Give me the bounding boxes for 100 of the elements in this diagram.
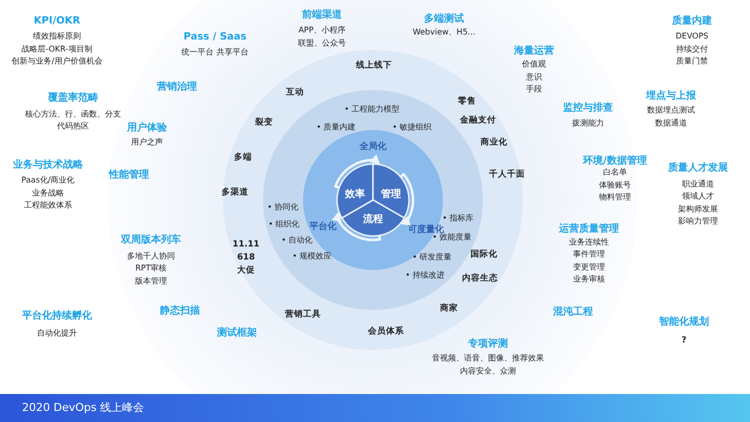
ring-label: 零售	[458, 97, 476, 107]
category-heading: 性能管理	[109, 170, 149, 180]
item-text: 体验账号	[599, 182, 631, 190]
cycle-arrow	[400, 173, 414, 226]
ring-label: 会员体系	[368, 327, 404, 337]
category-heading: 质量内建	[672, 16, 712, 26]
category-heading: 埋点与上报	[646, 90, 696, 102]
category-heading: 前端渠道	[302, 10, 342, 20]
item-text: 架构师发展	[678, 206, 718, 214]
ring-label: 11.11	[232, 240, 260, 250]
item-text: 创新与业务/用户价值机会	[12, 58, 102, 66]
item-text: 战略层-OKR-项目制	[22, 46, 92, 54]
item-text: 变更管理	[573, 264, 605, 272]
ring-label: 互动	[286, 88, 304, 98]
item-text: 绩效指标原则	[33, 32, 81, 42]
item-text: 音视频、语音、图像、推荐效果	[432, 354, 544, 364]
item-text: 用户之声	[131, 138, 163, 148]
item-text: 手段	[526, 86, 542, 94]
ring-label: 商家	[440, 304, 458, 314]
ring-label: 裂变	[255, 118, 273, 128]
cycle-arrow	[334, 154, 380, 189]
ring-label: 多渠道	[222, 188, 248, 198]
item-text: 物料管理	[599, 194, 631, 202]
ring-label: 平台化	[310, 223, 336, 233]
category-heading: 营销治理	[157, 82, 197, 92]
category-heading: 海量运营	[514, 46, 554, 56]
sector-label: 管理	[381, 188, 401, 201]
item-text: 领域人才	[682, 192, 714, 202]
category-heading: 覆盖率范畴	[48, 92, 98, 104]
ring-label: 国际化	[470, 250, 498, 260]
item-text: 多地千人协同	[127, 252, 175, 262]
category-heading: 运营质量管理	[559, 224, 619, 234]
category-heading: 智能化规划	[659, 316, 709, 328]
category-heading: 用户体验	[127, 122, 167, 134]
cycle-arrow	[332, 211, 382, 242]
ring-label: 大促	[237, 266, 255, 276]
item-text: 数据埋点测试	[647, 106, 695, 116]
item-text: RPT审核	[135, 264, 167, 274]
category-heading: 混沌工程	[553, 306, 593, 318]
pie-sector	[342, 200, 404, 236]
ring-label: ?	[682, 336, 686, 346]
bullet-item: • 工程能力模型	[344, 106, 400, 114]
item-text: APP、小程序	[298, 26, 346, 36]
sector-label: 效率	[345, 187, 365, 201]
item-text: 业务战略	[32, 190, 64, 198]
category-heading: 专项评测	[468, 338, 508, 350]
category-heading: 业务与技术战略	[13, 160, 83, 170]
ring-label: 内容生态	[462, 274, 498, 284]
item-text: 自动化提升	[37, 330, 77, 338]
category-heading: 环境/数据管理	[583, 156, 647, 166]
caption: 2020 DevOps 线上峰会	[22, 400, 144, 415]
ring-label: 千人千面	[489, 170, 525, 180]
item-text: 意识	[526, 74, 542, 82]
bullet-item: • 规模效应	[292, 252, 332, 262]
item-text: 数据通道	[655, 120, 687, 128]
item-text: Paas化/商业化	[21, 176, 75, 186]
item-text: DEVOPS	[676, 32, 708, 42]
sector-label: 流程	[362, 212, 383, 226]
item-text: 统一平台 共享平台	[182, 48, 248, 58]
item-text: 核心方法、行、函数、分支	[25, 110, 121, 120]
category-heading: 平台化持续孵化	[22, 310, 92, 322]
category-heading: 质量人才发展	[668, 162, 728, 174]
category-heading: 静态扫描	[160, 306, 200, 316]
bullet-item: • 效能度量	[432, 234, 472, 242]
item-text: 工程能效体系	[24, 202, 72, 210]
item-text: 拨测能力	[572, 120, 604, 128]
ring-label: 营销工具	[285, 310, 321, 320]
category-heading: KPI/OKR	[34, 16, 80, 26]
ring-label: 全局化	[360, 143, 386, 153]
category-heading: 多端测试	[424, 14, 464, 24]
item-text: 白名单	[603, 168, 627, 178]
ring-label: 商业化	[480, 138, 508, 148]
item-text: 影响力管理	[678, 218, 718, 226]
item-text: 事件管理	[573, 250, 605, 260]
bullet-item: • 持续改进	[405, 272, 445, 280]
bullet-item: • 质量内建	[316, 124, 356, 132]
bullet-item: • 自动化	[281, 236, 313, 246]
item-text: 内容安全、众测	[460, 368, 516, 376]
item-text: 业务连续性	[569, 238, 609, 248]
item-text: 联盟、公众号	[298, 40, 346, 48]
ring-label: 多端	[234, 153, 252, 163]
category-heading: 监控与排查	[563, 102, 613, 114]
item-text: 版本管理	[135, 278, 167, 286]
item-text: 价值观	[522, 60, 546, 70]
bullet-item: • 研发度量	[412, 254, 452, 262]
category-heading: Pass / Saas	[184, 32, 246, 42]
bullet-item: • 组织化	[268, 220, 300, 230]
item-text: 代码热区	[57, 122, 89, 132]
ring-label: 线上线下	[356, 61, 392, 71]
item-text: 职业通道	[682, 180, 714, 190]
item-text: 质量门禁	[676, 58, 708, 66]
item-text: 持续交付	[676, 46, 708, 54]
category-heading: 双周版本列车	[121, 234, 181, 246]
bullet-item: • 敏捷组织	[392, 124, 432, 132]
bullet-item: • 指标库	[442, 214, 474, 224]
ring-label: 金融支付	[460, 116, 496, 126]
category-heading: 测试框架	[217, 328, 257, 338]
item-text: 业务审核	[573, 276, 605, 284]
ring-label: 618	[237, 253, 255, 263]
bullet-item: • 协同化	[267, 204, 299, 212]
